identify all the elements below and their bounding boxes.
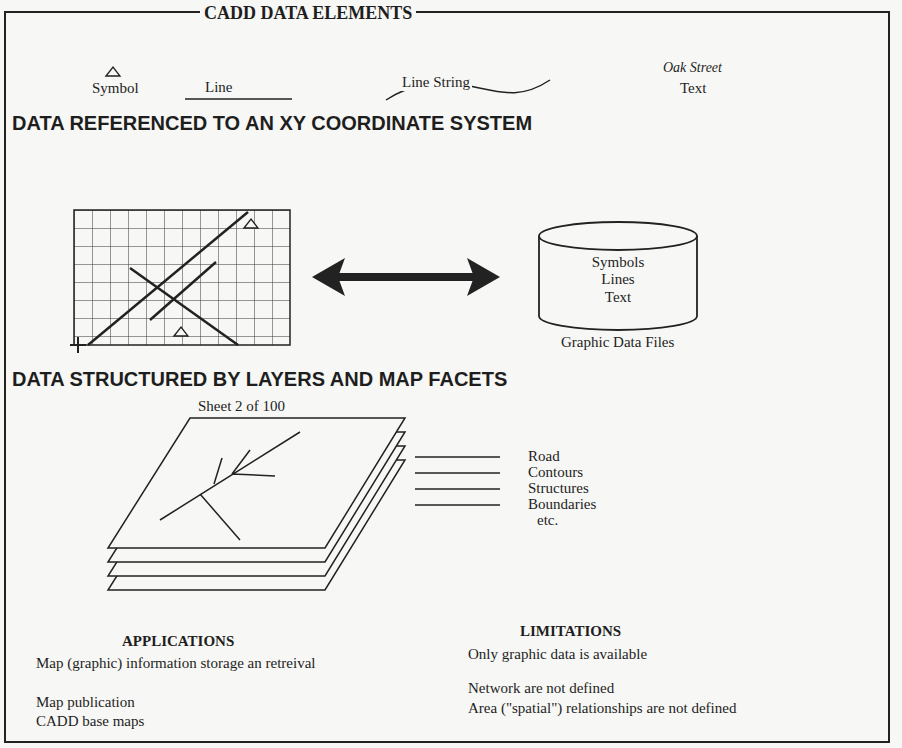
- element-label: Line String: [400, 74, 472, 91]
- line-sample: [185, 98, 292, 100]
- cylinder-caption: Graphic Data Files: [561, 334, 674, 351]
- application-item: Map publication: [36, 694, 135, 711]
- limitation-item: Only graphic data is available: [468, 646, 647, 663]
- layer-label: Contours: [528, 464, 583, 481]
- data-file-cylinder: Symbols Lines TextGraphic Data Files: [537, 220, 699, 354]
- element-label: Symbol: [92, 80, 139, 97]
- diagram-title: CADD DATA ELEMENTS: [200, 3, 416, 24]
- section-heading: DATA REFERENCED TO AN XY COORDINATE SYST…: [12, 112, 532, 135]
- cylinder-contents: Symbols Lines Text: [588, 254, 648, 306]
- leader-lines: [415, 457, 500, 505]
- layer-label: Boundaries: [528, 496, 596, 513]
- coordinate-grid: [70, 210, 290, 353]
- section-heading: DATA STRUCTURED BY LAYERS AND MAP FACETS: [12, 368, 507, 391]
- layer-label: etc.: [537, 512, 558, 529]
- element-label: Line: [203, 79, 235, 96]
- sample-text: Oak Street: [663, 60, 722, 76]
- element-label: Text: [680, 80, 706, 97]
- symbol-triangle: [106, 67, 120, 76]
- application-item: Map (graphic) information storage an ret…: [36, 655, 320, 672]
- list-heading: LIMITATIONS: [520, 623, 621, 640]
- layer-label: Structures: [528, 480, 589, 497]
- limitation-item: Network are not defined: [468, 680, 614, 697]
- frame: [5, 12, 889, 742]
- double-arrow: [312, 258, 500, 296]
- list-heading: APPLICATIONS: [122, 633, 234, 650]
- limitation-item: Area ("spatial") relationships are not d…: [468, 700, 736, 717]
- application-item: CADD base maps: [36, 713, 144, 730]
- sheet-label: Sheet 2 of 100: [198, 398, 285, 415]
- layer-label: Road: [528, 448, 560, 465]
- map-layers: [108, 418, 405, 590]
